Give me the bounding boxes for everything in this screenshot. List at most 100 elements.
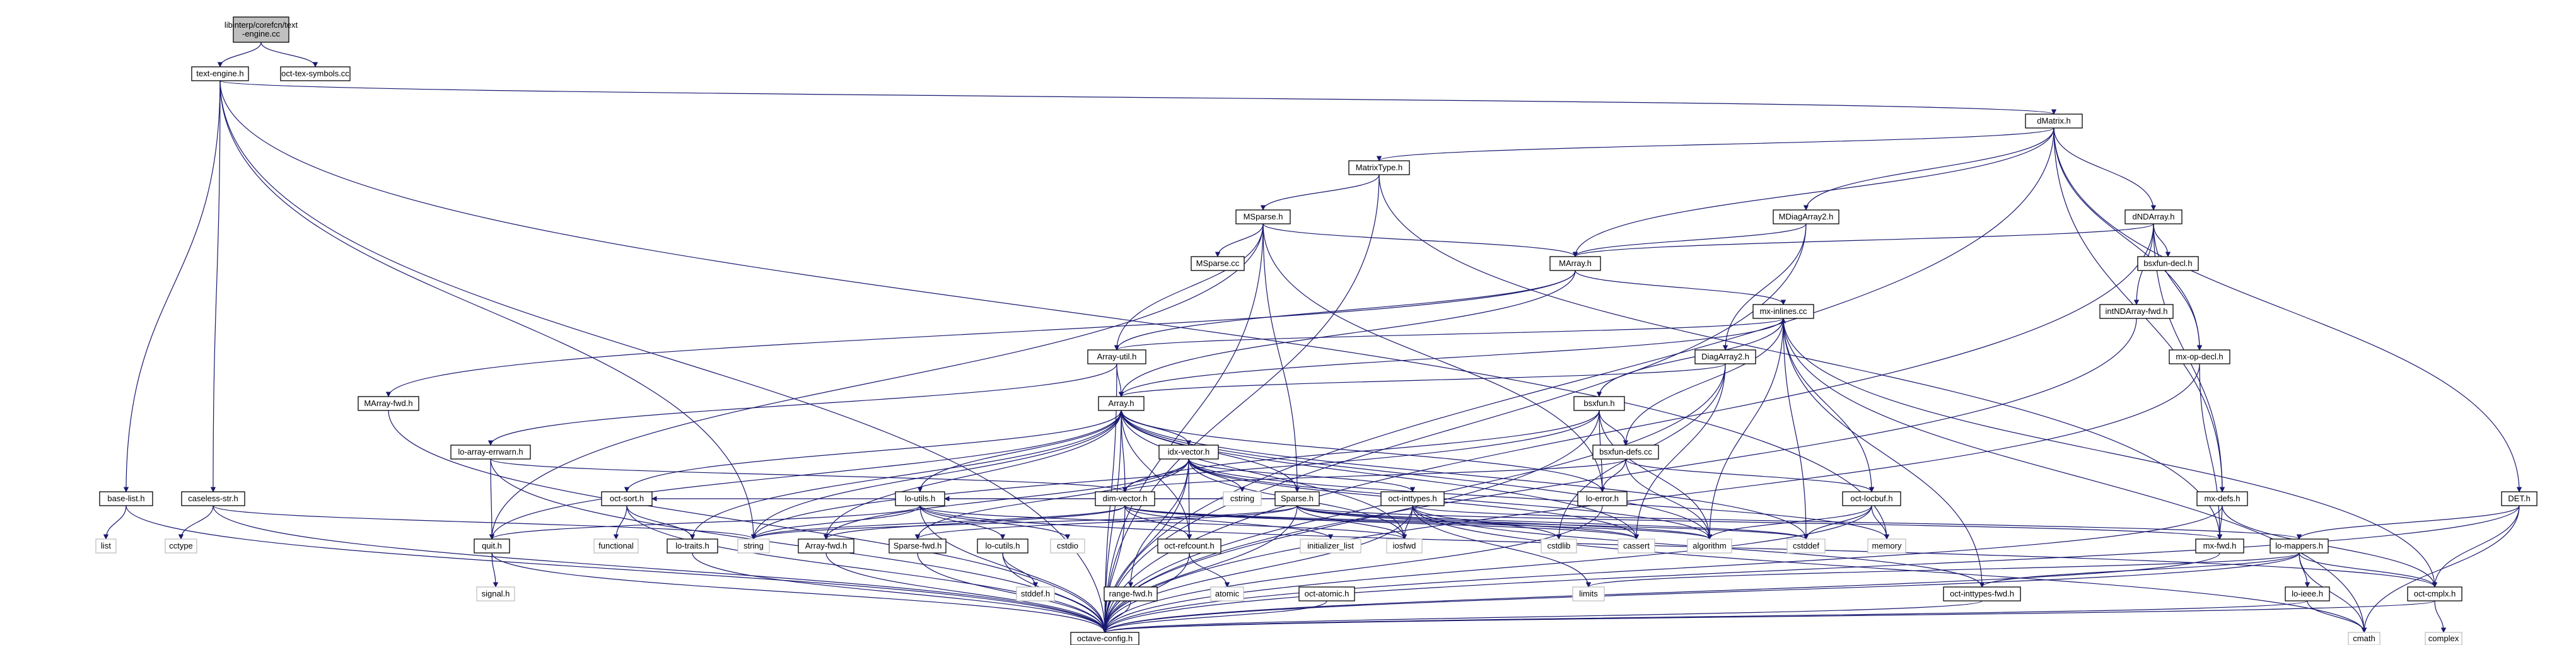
node-msparse-cc[interactable]: MSparse.cc [1191, 256, 1245, 271]
node-box [191, 66, 249, 81]
node-box [2137, 256, 2199, 271]
node-lo-error-h[interactable]: lo-error.h [1577, 491, 1628, 506]
node-label: cmath [2353, 634, 2375, 643]
edge-MSparse.h-to-quit.h [489, 223, 1264, 540]
node-mx-defs-h[interactable]: mx-defs.h [2196, 491, 2248, 506]
node-bsxfun-h[interactable]: bsxfun.h [1573, 396, 1625, 411]
edge-mx-inlines.cc-to-bsxfun.h [1596, 318, 1784, 397]
node-msparse-h[interactable]: MSparse.h [1235, 209, 1291, 224]
node-oct-sort-h[interactable]: oct-sort.h [601, 491, 653, 506]
node-mx-op-decl-h[interactable]: mx-op-decl.h [2169, 349, 2230, 364]
edge-lo-utils.h-to-oct-cmplx.h [919, 505, 2437, 588]
node-cmath: cmath [2348, 632, 2381, 645]
node-oct-cmplx-h[interactable]: oct-cmplx.h [2407, 586, 2462, 601]
node-dmatrix-h[interactable]: dMatrix.h [2025, 113, 2083, 129]
node-range-fwd-h[interactable]: range-fwd.h [1104, 586, 1158, 601]
edge-mx-op-decl.h-to-octave-config.h [1102, 363, 2200, 633]
edge-Sparse.h-to-string [751, 505, 1298, 540]
node-sparse-fwd-h[interactable]: Sparse-fwd.h [889, 538, 947, 554]
edge-MArray.h-to-mx-inlines.cc [1575, 270, 1786, 305]
node-oct-atomic-h[interactable]: oct-atomic.h [1298, 586, 1355, 601]
node-signal-h: signal.h [476, 586, 515, 601]
edge-base-list.h-to-list [103, 505, 127, 540]
edge-oct-inttypes-fwd.h-to-octave-config.h [1102, 600, 1983, 633]
node-list: list [95, 538, 117, 554]
node-array-fwd-h[interactable]: Array-fwd.h [798, 538, 854, 554]
node-sparse-h[interactable]: Sparse.h [1274, 491, 1320, 506]
node-quit-h[interactable]: quit.h [474, 538, 510, 554]
node-marray-h[interactable]: MArray.h [1549, 256, 1601, 271]
node-lo-array-errwarn-h[interactable]: lo-array-errwarn.h [450, 445, 531, 460]
node-box [2025, 113, 2083, 129]
edge-dim-vector.h-to-string [750, 505, 1126, 540]
edge-dNDArray.h-to-bsxfun-decl.h [2153, 223, 2171, 257]
node-label: range-fwd.h [1109, 589, 1153, 598]
edge-dim-vector.h-to-algorithm [1124, 505, 1712, 540]
edge-mx-op-decl.h-to-mx-fwd.h [2199, 363, 2223, 540]
edge-dMatrix.h-to-octave-config.h [1102, 127, 2054, 633]
node-box [99, 491, 153, 506]
node-limits: limits [1572, 586, 1605, 601]
node-root[interactable]: libinterp/corefcn/text-engine.cc [224, 16, 298, 43]
node-lo-traits-h[interactable]: lo-traits.h [667, 538, 718, 554]
node-box [358, 396, 419, 411]
node-box [1157, 538, 1221, 554]
node-label: stddef.h [1021, 589, 1050, 598]
node-oct-tex-symbols-cc[interactable]: oct-tex-symbols.cc [280, 66, 351, 81]
node-bsxfun-defs-cc[interactable]: bsxfun-defs.cc [1592, 445, 1659, 460]
node-label: Array-util.h [1097, 352, 1137, 361]
node-iosfwd: iosfwd [1386, 538, 1423, 554]
node-box [1617, 538, 1655, 554]
edge-text-engine.h-to-string [219, 80, 757, 540]
node-lo-mappers-h[interactable]: lo-mappers.h [2270, 538, 2329, 554]
node-dndarray-h[interactable]: dNDArray.h [2124, 209, 2183, 224]
node-idx-vector-h[interactable]: idx-vector.h [1158, 445, 1219, 460]
edge-oct-inttypes.h-to-cmath [1412, 505, 2367, 633]
node-oct-locbuf-h[interactable]: oct-locbuf.h [1842, 491, 1901, 506]
node-array-h[interactable]: Array.h [1098, 396, 1145, 411]
node-functional: functional [593, 538, 639, 554]
edge-mx-defs.h-to-octave-config.h [1102, 505, 2223, 633]
node-box [1095, 491, 1155, 506]
node-diagarray2-h[interactable]: DiagArray2.h [1694, 349, 1756, 364]
node-lo-utils-h[interactable]: lo-utils.h [895, 491, 945, 506]
edge-lo-array-errwarn.h-to-octave-config.h [490, 458, 1108, 633]
node-box [2196, 491, 2248, 506]
node-octave-config-h[interactable]: octave-config.h [1070, 632, 1139, 645]
node-det-h[interactable]: DET.h [2501, 491, 2538, 506]
node-matrixtype-h[interactable]: MatrixType.h [1348, 160, 1410, 175]
node-bsxfun-decl-h[interactable]: bsxfun-decl.h [2137, 256, 2199, 271]
node-label: signal.h [482, 589, 510, 598]
node-label: dMatrix.h [2037, 116, 2070, 125]
edge-text-engine.h-to-caseless-str.h [210, 80, 221, 492]
node-intndarray-fwd-h[interactable]: intNDArray-fwd.h [2099, 304, 2174, 319]
edge-bsxfun-defs.cc-to-oct-locbuf.h [1625, 458, 1875, 492]
node-box [1577, 491, 1628, 506]
node-caseless-str-h[interactable]: caseless-str.h [181, 491, 245, 506]
node-box [1104, 586, 1158, 601]
edge-dMatrix.h-to-MDiagArray2.h [1803, 127, 2054, 211]
node-box [1235, 209, 1291, 224]
node-label: Array.h [1109, 398, 1134, 408]
edge-MSparse.h-to-MSparse.cc [1215, 223, 1264, 257]
node-oct-refcount-h[interactable]: oct-refcount.h [1157, 538, 1221, 554]
node-oct-inttypes-h[interactable]: oct-inttypes.h [1380, 491, 1445, 506]
node-lo-ieee-h[interactable]: lo-ieee.h [2285, 586, 2330, 601]
node-mx-fwd-h[interactable]: mx-fwd.h [2195, 538, 2244, 554]
node-lo-cutils-h[interactable]: lo-cutils.h [977, 538, 1029, 554]
node-mdiagarray2-h[interactable]: MDiagArray2.h [1773, 209, 1839, 224]
node-array-util-h[interactable]: Array-util.h [1087, 349, 1146, 364]
node-text-engine-h[interactable]: text-engine.h [191, 66, 249, 81]
node-mx-inlines-cc[interactable]: mx-inlines.cc [1752, 304, 1814, 319]
node-label: idx-vector.h [1168, 447, 1209, 456]
edge-oct-sort.h-to-octave-config.h [626, 505, 1108, 633]
node-label: list [101, 541, 111, 550]
node-dim-vector-h[interactable]: dim-vector.h [1095, 491, 1155, 506]
edge-MDiagArray2.h-to-DiagArray2.h [1722, 223, 1807, 351]
node-marray-fwd-h[interactable]: MArray-fwd.h [358, 396, 419, 411]
edge-dNDArray.h-to-MArray.h [1573, 223, 2154, 257]
node-oct-inttypes-fwd-h[interactable]: oct-inttypes-fwd.h [1943, 586, 2021, 601]
node-label: lo-traits.h [675, 541, 709, 550]
node-base-list-h[interactable]: base-list.h [99, 491, 153, 506]
